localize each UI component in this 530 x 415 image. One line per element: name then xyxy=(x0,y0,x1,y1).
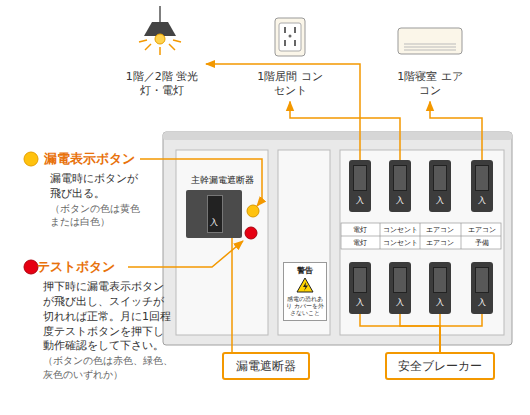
outlet-icon xyxy=(275,18,305,56)
node-label: 入 xyxy=(429,262,451,308)
distribution-board-housing xyxy=(163,132,512,140)
branch-breaker: 入 xyxy=(349,262,371,314)
connector-line xyxy=(231,238,233,352)
distribution-board-housing xyxy=(163,132,512,345)
main-breaker: 入 xyxy=(186,190,242,238)
table-cell: エアコン xyxy=(421,224,459,236)
distribution-board-housing xyxy=(176,150,268,335)
outlet-icon xyxy=(275,18,305,56)
node-label: 入 xyxy=(471,160,493,206)
breaker-label-grid xyxy=(341,236,501,237)
ceiling-lamp-icon xyxy=(173,40,181,42)
warning-triangle xyxy=(297,278,313,292)
table-cell: エアコン xyxy=(421,237,459,249)
node-label: 入 xyxy=(186,190,242,228)
ceiling-lamp-icon xyxy=(159,6,161,22)
table-cell: エアコン xyxy=(463,224,501,236)
node-label: 主幹漏電遮断器 xyxy=(176,150,268,187)
branch-breaker: 入 xyxy=(429,160,451,212)
connector-line xyxy=(400,314,440,352)
main-breaker-panel: 主幹漏電遮断器入 xyxy=(176,150,268,335)
callout-tag: 漏電遮断器 xyxy=(222,352,310,380)
table-cell: 予備 xyxy=(463,237,501,249)
callout-note: （ボタンの色は黄色または白色） xyxy=(50,202,148,229)
branch-breaker: 入 xyxy=(429,262,451,314)
callout-body: 押下時に漏電表示ボタンが飛び出し、スイッチが切れれば正常。月に1回程度テストボタ… xyxy=(43,280,173,354)
warning-title: 警告 xyxy=(285,265,325,276)
table-cell: コンセント xyxy=(381,224,419,236)
breaker-label-grid xyxy=(341,223,501,249)
table-cell: コンセント xyxy=(381,237,419,249)
callout-heading: 漏電表示ボタン xyxy=(22,150,172,168)
branch-breaker: 入 xyxy=(349,160,371,212)
air-conditioner-icon xyxy=(404,47,456,48)
outlet-icon xyxy=(294,27,296,33)
air-conditioner-icon xyxy=(398,28,462,54)
callout-box: テストボタン押下時に漏電表示ボタンが飛び出し、スイッチが切れれば正常。月に1回程… xyxy=(15,258,179,381)
node-label: 1階／2階 蛍光灯・電灯 xyxy=(118,70,206,99)
connector-line xyxy=(290,102,400,160)
leader-line xyxy=(128,241,243,267)
air-conditioner-icon xyxy=(404,50,456,51)
node-label: 入 xyxy=(349,262,371,308)
distribution-board-housing xyxy=(163,132,512,345)
main-breaker-buttons xyxy=(245,205,259,239)
branch-breaker: 入 xyxy=(389,262,411,314)
connector-line xyxy=(206,64,360,160)
node-label: 1階居間 コンセント xyxy=(254,70,326,99)
ceiling-lamp-icon xyxy=(159,47,161,55)
main-breaker-buttons xyxy=(245,227,257,239)
warning-sticker: 警告感電の恐れあり カバーを外さないこと xyxy=(283,262,327,321)
ceiling-lamp-icon xyxy=(139,40,147,42)
callout-heading: テストボタン xyxy=(15,258,179,276)
warning-triangle xyxy=(296,277,314,293)
callout-dots xyxy=(24,152,38,274)
breaker-label-grid xyxy=(380,223,381,249)
connector-line xyxy=(430,102,482,160)
lamp-caption: 1階／2階 蛍光灯・電灯 xyxy=(118,10,206,102)
branch-breaker: 入 xyxy=(471,262,493,314)
branch-breaker: 入 xyxy=(389,160,411,212)
outlet-icon xyxy=(279,23,301,51)
outlet-icon xyxy=(289,35,292,38)
ceiling-lamp-icon xyxy=(139,6,181,55)
node-label: 漏電遮断器 xyxy=(224,354,308,378)
node-label: 入 xyxy=(389,262,411,308)
callout-tag: 安全ブレーカー xyxy=(385,352,495,380)
connector-line xyxy=(440,314,482,352)
node-label: 1階寝室 エアコン xyxy=(394,70,466,99)
air-conditioner-icon xyxy=(404,44,456,45)
outlet-icon xyxy=(284,40,286,46)
table-cell: 電灯 xyxy=(341,224,379,236)
ceiling-lamp-icon xyxy=(169,44,175,50)
breaker-label-grid xyxy=(341,223,501,249)
table-cell: 電灯 xyxy=(341,237,379,249)
node-label: 入 xyxy=(429,160,451,206)
breaker-label-grid xyxy=(461,223,462,249)
ceiling-lamp-icon xyxy=(155,34,165,44)
callout-note: （ボタンの色は赤色、緑色、灰色のいずれか） xyxy=(43,354,173,381)
aircon-caption: 1階寝室 エアコン xyxy=(394,10,466,102)
branch-breaker: 入 xyxy=(471,160,493,212)
main-breaker-buttons xyxy=(247,205,259,217)
node-label: 安全ブレーカー xyxy=(387,354,493,378)
outlet-icon xyxy=(294,40,296,46)
callout-box: 漏電表示ボタン漏電時にボタンが飛び出る。（ボタンの色は黄色または白色） xyxy=(22,150,172,229)
connector-line xyxy=(360,314,440,352)
node-label: 入 xyxy=(389,160,411,206)
node-label: 入 xyxy=(349,160,371,206)
callout-body: 漏電時にボタンが飛び出る。 xyxy=(50,172,148,202)
callout-dots xyxy=(24,260,38,274)
warning-note: 感電の恐れあり カバーを外さないこと xyxy=(285,295,325,317)
lightning-symbol xyxy=(303,282,308,291)
outlet-icon xyxy=(284,27,286,33)
node-label: 入 xyxy=(471,262,493,308)
air-conditioner-icon xyxy=(398,28,462,54)
breaker-label-grid xyxy=(420,223,421,249)
callout-dots xyxy=(24,152,38,166)
outlet-caption: 1階居間 コンセント xyxy=(254,10,326,102)
distribution-board-housing xyxy=(340,150,504,335)
distribution-board-housing xyxy=(278,150,330,335)
ceiling-lamp-icon xyxy=(145,44,151,50)
